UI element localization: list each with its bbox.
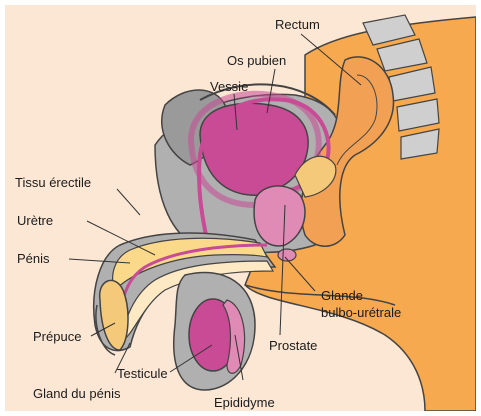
label-testicule: Testicule	[117, 366, 168, 381]
label-glande-line2: bulbo-urétrale	[321, 305, 401, 320]
label-gland-du-penis: Gland du pénis	[33, 386, 120, 401]
label-rectum: Rectum	[275, 17, 320, 32]
diagram-panel: Rectum Os pubien Vessie Tissu érectile U…	[5, 5, 476, 411]
label-glande-line1: Glande	[321, 288, 363, 303]
label-penis: Pénis	[17, 251, 50, 266]
label-uretre: Urètre	[17, 213, 53, 228]
label-os-pubien: Os pubien	[227, 53, 286, 68]
label-prostate: Prostate	[269, 338, 317, 353]
label-tissu-erectile: Tissu érectile	[15, 175, 91, 190]
label-prepuce: Prépuce	[33, 329, 81, 344]
label-epididyme: Epididyme	[214, 395, 275, 410]
label-vessie: Vessie	[210, 79, 248, 94]
